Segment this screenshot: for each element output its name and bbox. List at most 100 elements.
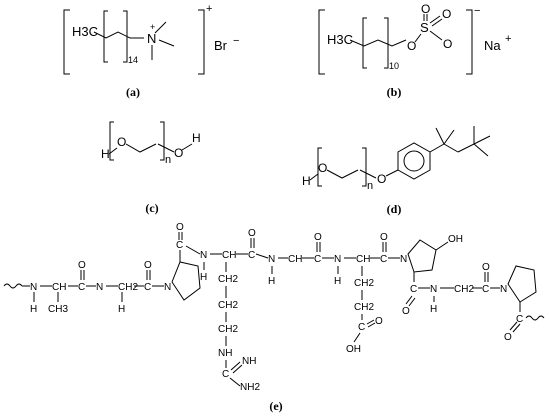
bond [178,232,183,240]
proline-ring-1 [171,261,201,301]
atom-ch4: CH [222,250,236,261]
bond [509,321,521,333]
o-aryl-bond [385,169,399,177]
atom-o9: O [504,332,512,343]
bond [435,241,449,251]
atom-side1: CH2 [218,274,238,285]
oxygen-right: O [174,146,183,160]
bromide-counterion: Br [214,38,228,53]
oxygen-left: O [318,161,327,175]
benzene-ring [397,142,431,180]
repeat-count: n [367,180,373,192]
atom-c6: C [380,254,387,265]
atom-glu2: CH2 [354,302,374,313]
bond [250,238,255,248]
methylene-bond [457,143,475,153]
atom-n9: N [500,284,507,295]
nitrogen-atom: N [147,31,156,46]
atom-c4: C [248,250,255,261]
bond [405,295,416,307]
bond [255,253,269,259]
panel-b-label: (b) [387,85,402,99]
methyl-bond-top [154,21,167,34]
oxygen-top-2: O [442,7,451,21]
repeat-bracket-right [362,147,367,187]
atom-o4: O [248,228,256,239]
atom-nh: NH [218,348,232,359]
atom-o1: O [78,260,86,271]
repeat-bracket-right [384,17,389,69]
ethylene-bonds [326,169,359,179]
c-o-bond [359,169,377,179]
atom-n1: N [30,282,37,293]
bond [229,377,241,387]
panel-c-label: (c) [145,201,158,215]
atom-o2: O [144,260,152,271]
tert-butyl-group [473,126,491,157]
s-o-double-bond-2 [429,15,443,27]
atom-ch5: CH [288,254,302,265]
panel-a-label: (a) [126,85,140,99]
panel-c-peg-structure: H O n O H (c) [101,121,201,215]
wavy-bond-start [3,283,23,289]
ethylene-bonds [125,143,157,153]
oxygen-anion: O [443,37,452,51]
alkyl-chain [349,39,407,47]
atom-h6: H [334,276,341,287]
bond [185,245,201,255]
atom-c3: C [176,240,183,251]
atom-nh2: NH2 [240,382,260,393]
repeat-bracket-left [103,10,108,63]
atom-side3: CH2 [218,324,238,335]
panel-d-triton-structure: H O n O (d) [302,126,491,216]
panel-e-peptide-structure: N H CH CH3 C O N CH2 H C O N C O N H CH [3,222,545,413]
atom-glu-c: C [358,322,365,333]
atom-ch8: CH2 [454,284,474,295]
bond [382,242,387,252]
atom-nh-imine: NH [242,356,256,367]
hydrogen-left: H [101,147,110,161]
atom-c8: C [482,284,489,295]
panel-e-label: (e) [269,399,282,413]
quaternary-carbon-1 [435,127,459,153]
atom-n4: N [200,250,207,261]
atom-ch1: CH [52,282,66,293]
bracket-right [198,9,205,75]
atom-o3: O [176,222,184,233]
atom-o5: O [314,232,322,243]
bond [353,332,361,343]
o-s-bond [414,33,422,43]
atom-side2: CH2 [218,300,238,311]
bracket-left [63,9,70,75]
hydrogen-left: H [302,174,311,188]
methyl-bond-right [158,39,175,47]
oxygen-right: O [377,172,386,186]
aryl-c-bond [429,143,445,153]
bond [80,270,85,280]
anion-charge: − [474,5,480,17]
atom-ch2a: CH2 [118,282,138,293]
methyl-group: H3C [72,24,98,39]
nitrogen-charge: + [150,22,155,32]
panel-b-sds-structure: H3C 10 O S O O O − Na + (b) [318,2,511,99]
atom-o7: O [402,306,410,317]
repeat-bracket-left [109,121,114,161]
hydroxyproline-ring [407,239,437,273]
atom-oh-hyp: OH [448,234,463,245]
atom-c9: C [516,314,523,325]
ester-oxygen: O [407,39,416,53]
repeat-count: 10 [389,61,399,71]
atom-glu1: CH2 [354,278,374,289]
atom-c5: C [314,254,321,265]
bond [484,272,489,282]
atom-c2: C [144,282,151,293]
atom-n6: N [334,254,341,265]
atom-h8: H [430,304,437,315]
atom-h2: H [118,304,125,315]
atom-h4: H [200,272,207,283]
c-o-bond [157,143,175,153]
bond [366,319,376,328]
bond [230,361,243,374]
atom-n3: N [164,282,171,293]
